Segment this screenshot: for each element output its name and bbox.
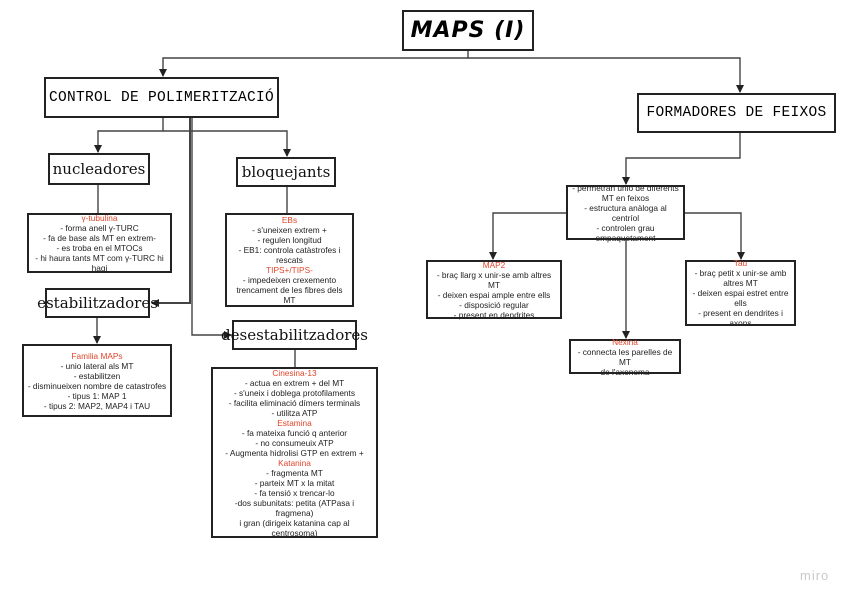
note-line: - unio lateral als MT: [60, 360, 134, 371]
bloquejants-box: bloquejants: [236, 157, 336, 187]
note-line: - estabilitzen: [73, 370, 121, 381]
note-title: MAP2: [482, 259, 506, 270]
note-line: - connecta les parelles de MT: [577, 346, 673, 367]
note-line: de l'axonema: [600, 366, 650, 377]
note-title: Estamina: [277, 417, 312, 428]
control-box: CONTROL DE POLIMERITZACIÓ: [44, 77, 279, 118]
note-line: - fragmenta MT: [266, 467, 323, 478]
desestabilitzadores-box: desestabilitzadores: [221, 320, 368, 350]
note-line: - fa mateixa funció q anterior: [241, 427, 348, 438]
nexina-note: Nexina - connecta les parelles de MT de …: [569, 336, 681, 377]
note-line: - braç llarg x unir-se amb altres MT: [436, 269, 552, 290]
note-line: - regulen longitud: [257, 235, 322, 245]
note-title: EBs: [281, 215, 298, 225]
note-line: - EB1: controla catàstrofes i: [238, 245, 341, 255]
note-line: - permetran unio de diferents: [572, 182, 679, 193]
formadores-box: FORMADORES DE FEIXOS: [637, 93, 836, 133]
note-line: - present en dendrites i axons: [698, 308, 783, 328]
page-title: MAPS (I): [410, 18, 526, 43]
ebs-note: EBs - s'uneixen extrem + - regulen longi…: [225, 213, 354, 307]
note-line: - disminueixen nombre de catastrofes: [27, 380, 167, 391]
note-line: - actua en extrem + del MT: [244, 377, 345, 388]
note-line: - braç petit x unir-se amb: [694, 268, 787, 278]
formadores-desc-note: - permetran unio de diferents MT en feix…: [566, 182, 685, 243]
note-title: Tau: [733, 258, 748, 268]
miro-watermark: miro: [800, 568, 830, 583]
note-line: - fa de base als MT en extrem-: [43, 233, 156, 243]
note-line: - present en dendrites: [453, 309, 535, 320]
note-title: Familia MAPs: [71, 350, 123, 361]
note-line: MT en feixos: [601, 192, 650, 203]
note-line: - tipus 1: MAP 1: [67, 390, 127, 401]
note-line: - no consumeuix ATP: [255, 437, 334, 448]
note-title: Katanina: [278, 457, 311, 468]
note-line: i gran (dirigeix katanina cap al centros…: [239, 517, 350, 538]
control-label: CONTROL DE POLIMERITZACIÓ: [48, 89, 275, 106]
note-line: - es troba en el MTOCs: [56, 243, 143, 253]
note-line: rescats: [276, 255, 303, 265]
estabilitzadores-label: estabilitzadores: [37, 294, 158, 312]
note-line: - fa tensió x trencar-lo: [254, 487, 335, 498]
nucleadores-label: nucleadores: [52, 160, 146, 178]
formadores-label: FORMADORES DE FEIXOS: [646, 105, 827, 121]
desestabilitzadores-note: Cinesina-13 - actua en extrem + del MT -…: [211, 367, 378, 538]
note-line: -dos subunitats: petita (ATPasa i fragme…: [234, 497, 355, 518]
note-title: γ-tubulina: [81, 213, 118, 223]
estabilitzadores-box: estabilitzadores: [37, 288, 158, 318]
note-line: - deixen espai ample entre ells: [437, 289, 551, 300]
note-line: - parteix MT x la mitat: [254, 477, 335, 488]
note-line: - s'uneixen extrem +: [252, 225, 327, 235]
note-line: - deixen espai estret entre ells: [692, 288, 789, 308]
nucleadores-box: nucleadores: [48, 153, 150, 185]
note-line: - s'uneix i doblega protofilaments: [233, 387, 356, 398]
note-line: empaquetament: [595, 232, 656, 243]
bloquejants-label: bloquejants: [241, 163, 331, 181]
tau-note: Tau - braç petit x unir-se amb altres MT…: [685, 258, 796, 328]
note-title: Cinesina-13: [272, 367, 317, 378]
note-line: - forma anell γ-TURC: [60, 223, 139, 233]
map2-note: MAP2 - braç llarg x unir-se amb altres M…: [426, 259, 562, 320]
note-title: TIPS+/TIPS-: [266, 265, 313, 275]
gamma-tubulina-note: γ-tubulina - forma anell γ-TURC - fa de …: [27, 213, 172, 273]
desestabilitzadores-label: desestabilitzadores: [221, 326, 368, 344]
note-line: - controlen grau: [596, 222, 655, 233]
note-title: Nexina: [612, 336, 638, 347]
note-line: - utilitza ATP: [271, 407, 318, 418]
title-box: MAPS (I): [402, 10, 534, 51]
note-line: trencament de les fibres dels MT: [236, 285, 343, 305]
familia-maps-note: Familia MAPs - unio lateral als MT - est…: [22, 344, 172, 417]
note-line: - Augmenta hidrolisi GTP en extrem +: [225, 447, 364, 458]
note-line: - tipus 2: MAP2, MAP4 i TAU: [43, 400, 151, 411]
note-line: - hi haura tants MT com γ-TURC hi hagi: [35, 253, 164, 273]
note-line: - facilita eliminació dímers terminals: [228, 397, 361, 408]
note-line: - disposició regular: [459, 299, 529, 310]
note-line: altres MT: [723, 278, 758, 288]
note-line: - estructura anàloga al centríol: [584, 202, 667, 223]
note-line: - impedeixen crexemento: [242, 275, 337, 285]
